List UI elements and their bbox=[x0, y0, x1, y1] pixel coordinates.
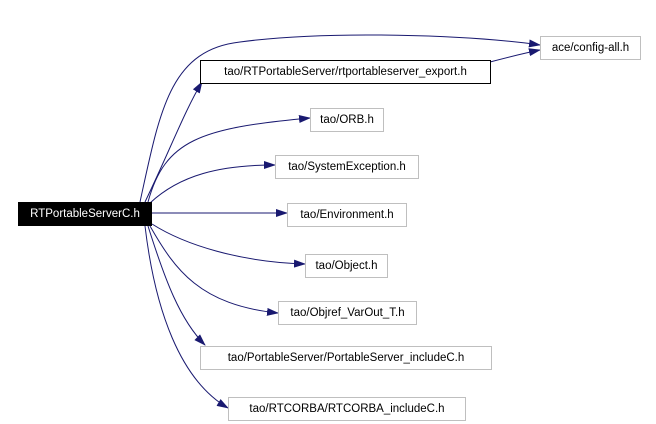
node-ace-config-all[interactable]: ace/config-all.h bbox=[540, 36, 641, 60]
edge-root-to-objref-varout bbox=[149, 225, 279, 316]
edge-root-to-rtportableserver-export bbox=[144, 81, 203, 203]
node-tao-objref-varout[interactable]: tao/Objref_VarOut_T.h bbox=[278, 301, 417, 325]
edge-root-to-system-exception bbox=[149, 161, 276, 204]
node-rtportableserver-export[interactable]: tao/RTPortableServer/rtportableserver_ex… bbox=[200, 60, 491, 84]
node-tao-rtcorba-include[interactable]: tao/RTCORBA/RTCORBA_includeC.h bbox=[228, 397, 466, 421]
edge-root-to-object bbox=[151, 223, 306, 268]
node-root-rtportableserverc[interactable]: RTPortableServerC.h bbox=[18, 202, 152, 226]
edge-export-to-ace-config-all bbox=[489, 48, 541, 63]
node-tao-system-exception[interactable]: tao/SystemException.h bbox=[275, 155, 419, 179]
edge-root-to-orb bbox=[147, 115, 311, 203]
node-tao-environment[interactable]: tao/Environment.h bbox=[287, 203, 407, 227]
node-tao-orb[interactable]: tao/ORB.h bbox=[310, 108, 384, 132]
node-tao-portableserver-include[interactable]: tao/PortableServer/PortableServer_includ… bbox=[200, 346, 492, 370]
edge-root-to-ace-config-all bbox=[139, 34, 541, 203]
edge-root-to-rtcorba-include bbox=[144, 225, 229, 409]
edge-root-to-portableserver-include bbox=[147, 225, 206, 346]
node-tao-object[interactable]: tao/Object.h bbox=[305, 254, 388, 278]
